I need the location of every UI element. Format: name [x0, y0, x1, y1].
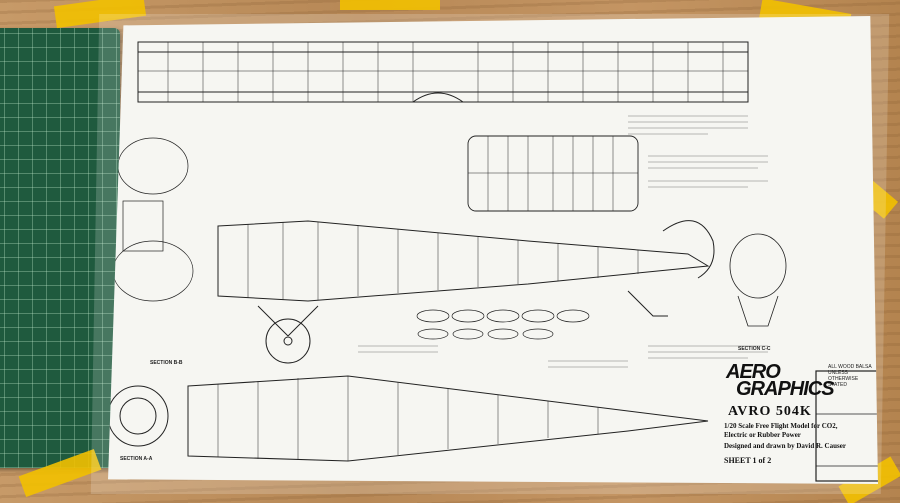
subtitle-line-2: Electric or Rubber Power — [724, 431, 801, 439]
dim-note: ALL WOOD BALSA UNLESS OTHERWISE STATED — [828, 364, 872, 388]
annotation-lines — [358, 115, 768, 368]
title-block: AERO GRAPHICS AVRO 504K 1/20 Scale Free … — [716, 360, 854, 468]
brand-logo-line2: GRAPHICS — [736, 378, 835, 400]
subtitle-line-1: 1/20 Scale Free Flight Model for CO2, — [724, 422, 838, 430]
section-cc-label: SECTION C-C — [738, 346, 771, 352]
section-cc-view — [729, 233, 787, 327]
fuselage-side-view — [217, 220, 715, 364]
fuselage-top-view — [108, 375, 709, 462]
section-bb-label: SECTION B-B — [150, 360, 183, 366]
plan-drawing — [108, 41, 878, 482]
tape-top-mid — [340, 0, 440, 10]
left-details — [112, 137, 194, 302]
designer-line: Designed and drawn by David R. Causer — [724, 442, 846, 450]
formers-row — [416, 309, 590, 340]
tailplane-plan — [467, 135, 639, 212]
cutting-mat — [0, 28, 120, 468]
plan-sheet: SECTION B-B SECTION C-C SECTION A-A ALL … — [108, 16, 878, 484]
section-aa-label: SECTION A-A — [120, 456, 153, 462]
model-name: AVRO 504K — [728, 404, 812, 419]
brand-logo: AERO GRAPHICS — [726, 361, 835, 400]
title-block-frame — [815, 370, 878, 482]
top-wing-plan — [137, 41, 749, 103]
brand-logo-line1: AERO — [726, 361, 781, 383]
sheet-number: SHEET 1 of 2 — [724, 456, 772, 465]
